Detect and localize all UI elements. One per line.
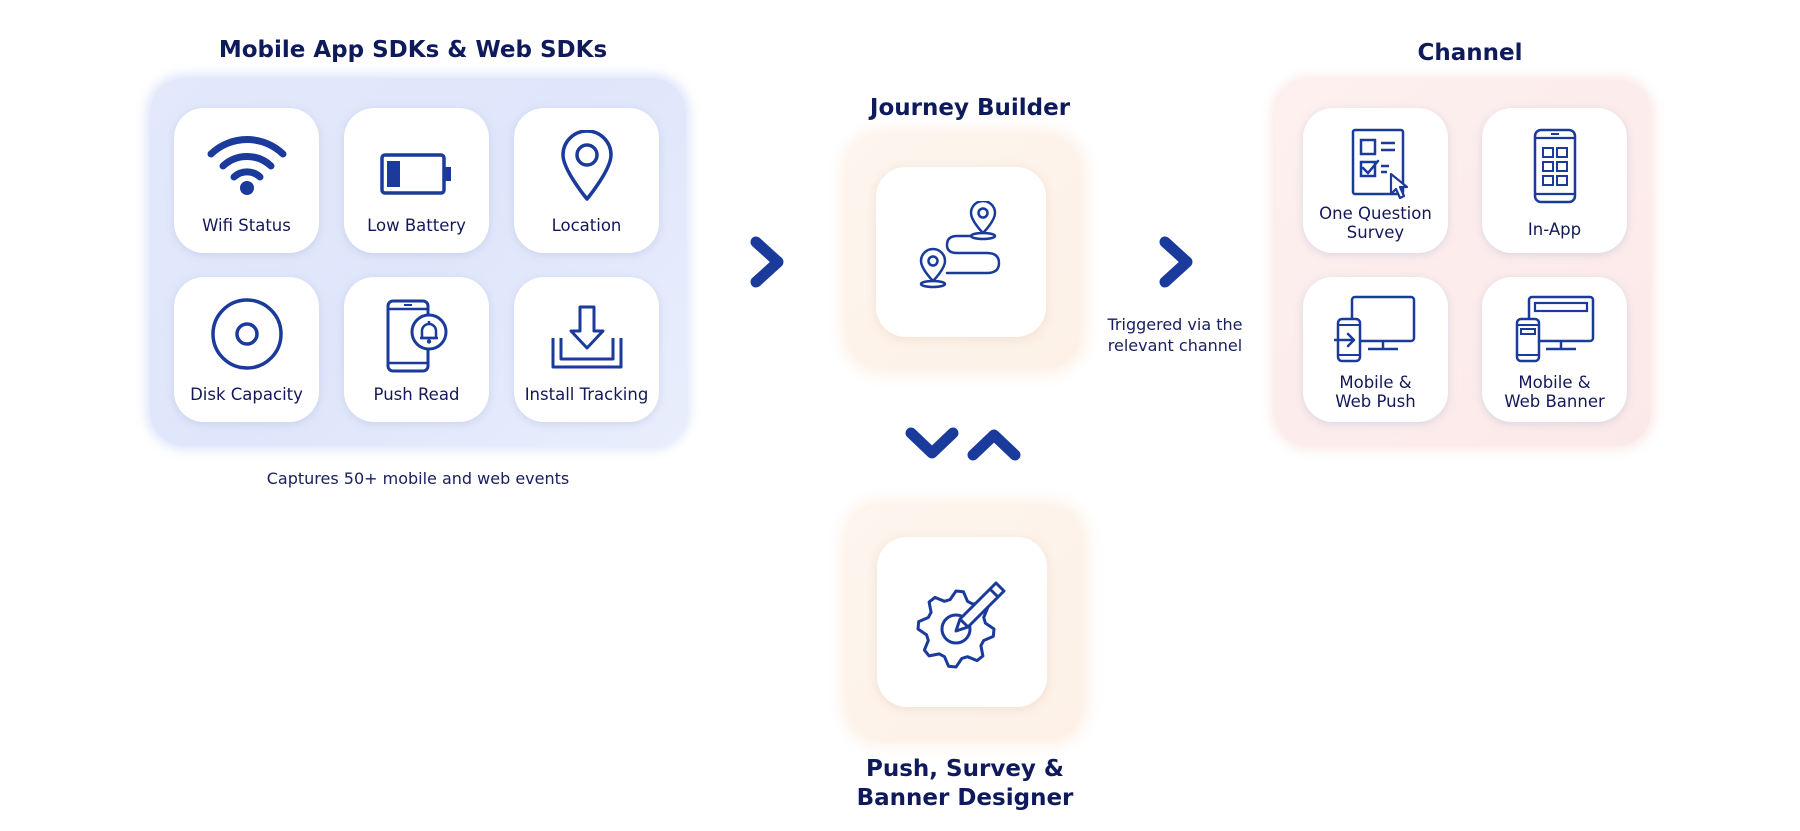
download-tray-icon — [514, 304, 659, 370]
disk-icon — [174, 297, 319, 371]
designer-title-line-1: Push, Survey & — [866, 756, 1064, 782]
journey-title: Journey Builder — [869, 95, 1071, 121]
tile-label: In-App — [1482, 220, 1627, 239]
wifi-icon — [174, 132, 319, 196]
tile-label: Location — [551, 216, 622, 235]
designer-title: Push, Survey & Banner Designer — [820, 755, 1110, 813]
chevron-right-icon — [748, 236, 786, 288]
route-pins-icon — [876, 201, 1046, 297]
tile-disk-capacity: Disk Capacity — [174, 277, 319, 422]
tile-push-read: Push Read — [344, 277, 489, 422]
phone-grid-icon — [1482, 128, 1627, 204]
tile-label: One Question Survey — [1303, 204, 1448, 242]
tile-in-app: In-App — [1482, 108, 1627, 253]
designer-title-line-2: Banner Designer — [856, 785, 1074, 811]
trigger-line-1: Triggered via the — [1107, 315, 1243, 334]
tile-mobile-web-banner: Mobile & Web Banner — [1482, 277, 1627, 422]
tile-label-line-2: Survey — [1346, 223, 1405, 242]
location-pin-icon — [514, 130, 659, 202]
devices-push-icon — [1303, 293, 1448, 365]
sdk-title: Mobile App SDKs & Web SDKs — [218, 37, 608, 63]
battery-low-icon — [344, 152, 489, 196]
tile-location: Location — [514, 108, 659, 253]
tile-label-line-1: Mobile & — [1518, 373, 1591, 392]
sdk-caption: Captures 50+ mobile and web events — [266, 469, 570, 488]
tile-label-line-1: In-App — [1527, 220, 1582, 239]
tile-label: Install Tracking — [524, 385, 649, 404]
tile-mobile-web-push: Mobile & Web Push — [1303, 277, 1448, 422]
channel-title: Channel — [1417, 40, 1523, 66]
chevron-right-icon — [1157, 236, 1195, 288]
tile-label: Wifi Status — [202, 216, 291, 235]
tile-label-line-2: Web Banner — [1504, 392, 1605, 411]
tile-label: Push Read — [373, 385, 460, 404]
tile-label-line-1: Mobile & — [1339, 373, 1412, 392]
journey-tile — [876, 167, 1046, 337]
tile-label-line-2: Web Push — [1335, 392, 1416, 411]
tile-low-battery: Low Battery — [344, 108, 489, 253]
chevron-down-icon — [904, 424, 960, 464]
tile-label: Mobile & Web Push — [1303, 373, 1448, 411]
trigger-line-2: relevant channel — [1107, 336, 1243, 355]
tile-one-question-survey: One Question Survey — [1303, 108, 1448, 253]
chevron-up-icon — [966, 424, 1022, 464]
trigger-caption: Triggered via the relevant channel — [1090, 314, 1260, 356]
designer-tile — [877, 537, 1047, 707]
tile-label: Mobile & Web Banner — [1482, 373, 1627, 411]
devices-banner-icon — [1482, 293, 1627, 365]
tile-wifi-status: Wifi Status — [174, 108, 319, 253]
tile-install-tracking: Install Tracking — [514, 277, 659, 422]
survey-form-icon — [1303, 128, 1448, 200]
tile-label: Disk Capacity — [190, 385, 303, 404]
phone-bell-icon — [344, 299, 489, 373]
gear-pencil-icon — [877, 575, 1047, 675]
tile-label: Low Battery — [367, 216, 466, 235]
tile-label-line-1: One Question — [1319, 204, 1432, 223]
